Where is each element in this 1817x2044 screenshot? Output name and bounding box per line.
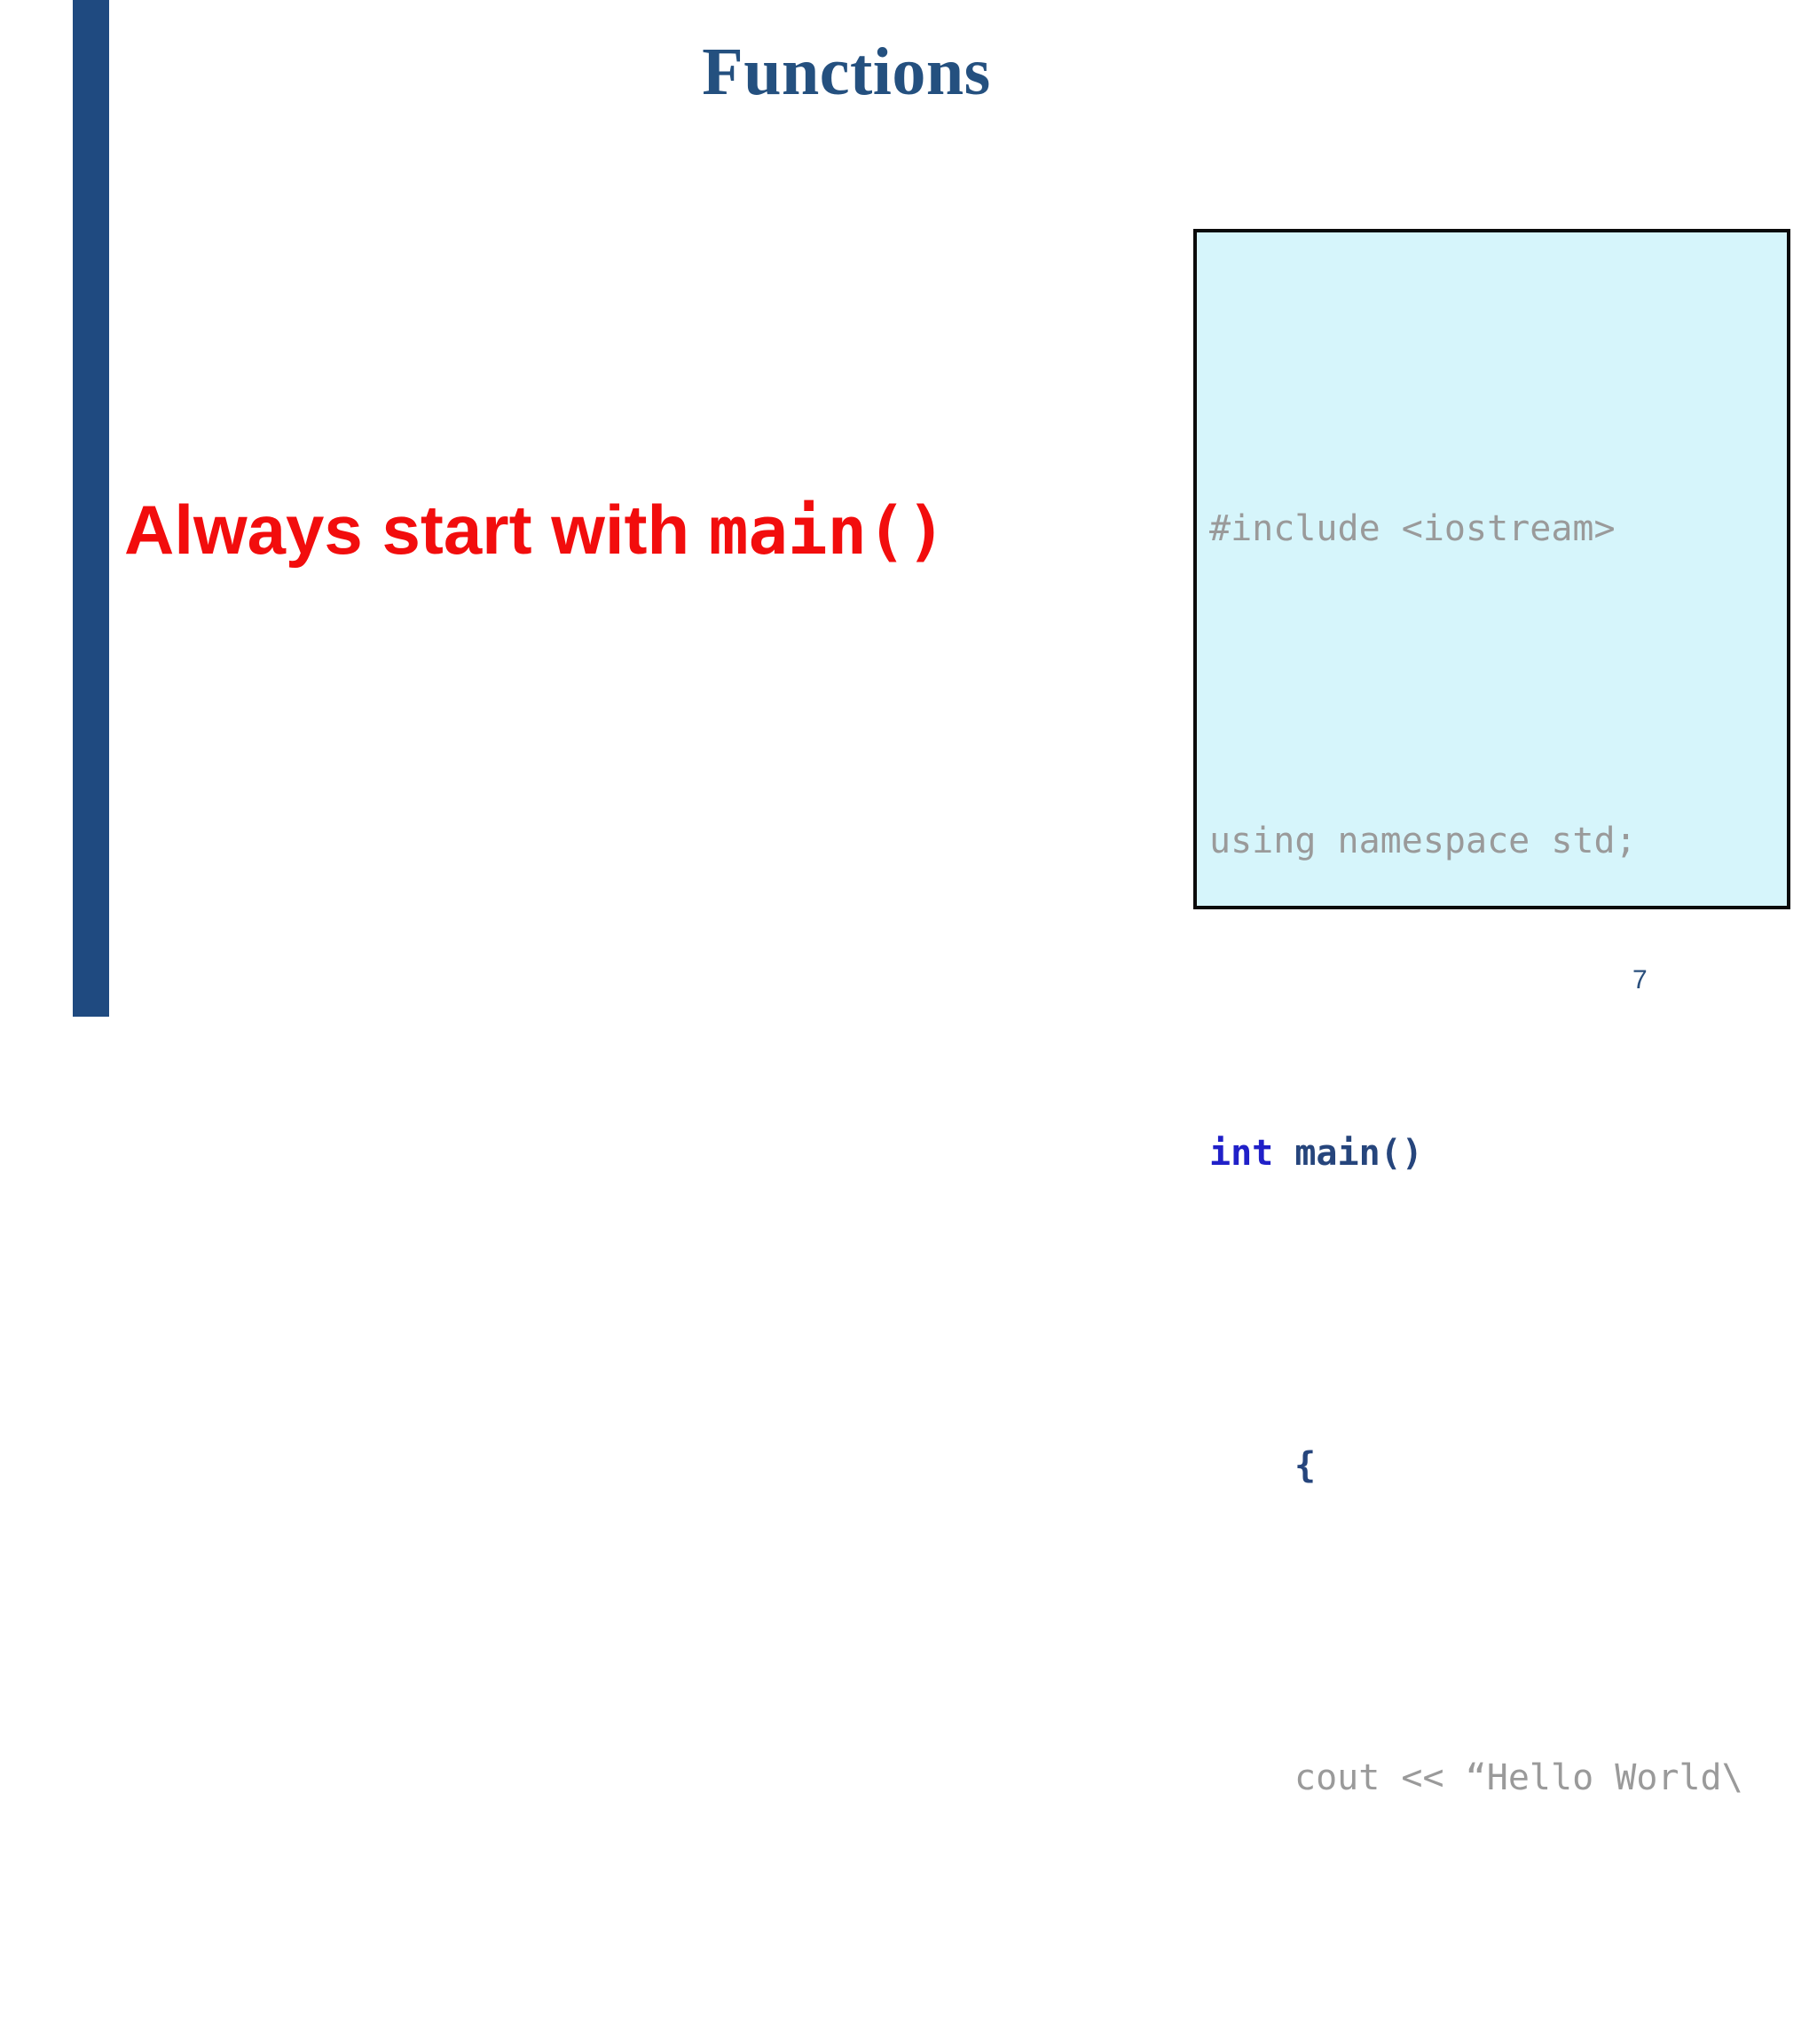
code-line-include: #include <iostream>: [1209, 508, 1616, 549]
page-title: Functions: [702, 35, 991, 109]
code-line-open-brace: {: [1209, 1427, 1817, 1505]
page-number: 7: [1632, 965, 1648, 994]
body-statement-prose: Always start with: [124, 491, 709, 569]
code-snippet-lines: #include <iostream> using namespace std;…: [1209, 256, 1817, 2044]
slide-canvas: Functions Always start with main() #incl…: [73, 0, 1790, 1798]
code-brace-open: {: [1294, 1445, 1317, 1486]
code-line-main-signature: int main(): [1209, 1114, 1817, 1192]
body-statement-mono: main(): [708, 493, 947, 570]
code-line-cout: cout << “Hello World\: [1294, 1757, 1743, 1798]
code-line-using: using namespace std;: [1209, 821, 1637, 861]
body-statement: Always start with main(): [124, 495, 946, 564]
code-keyword-int: int: [1209, 1133, 1274, 1174]
left-accent-bar: [73, 0, 109, 1017]
code-identifier-main: main(): [1273, 1133, 1423, 1174]
code-snippet-box: #include <iostream> using namespace std;…: [1193, 229, 1790, 1798]
